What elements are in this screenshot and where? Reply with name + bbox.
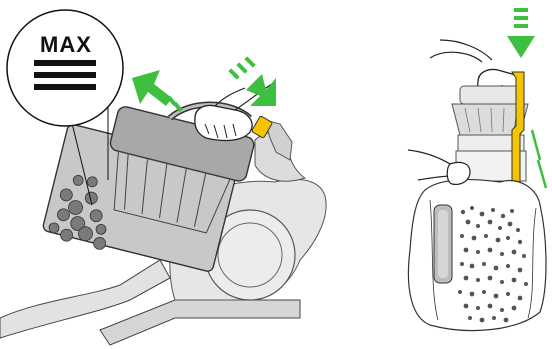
max-line-2 bbox=[34, 72, 96, 78]
arrow-up-left-icon bbox=[132, 70, 183, 112]
motion-lines bbox=[532, 130, 546, 188]
left-panel: MAX bbox=[0, 10, 326, 345]
max-line-1 bbox=[34, 60, 96, 66]
bin-base-door-inner bbox=[438, 210, 448, 278]
bin-cap bbox=[460, 86, 520, 104]
arrow-down-icon bbox=[507, 8, 535, 58]
max-label: MAX bbox=[40, 32, 92, 57]
max-level-callout: MAX bbox=[7, 10, 123, 126]
hose-lower bbox=[100, 300, 300, 345]
max-line-3 bbox=[34, 84, 96, 90]
right-panel bbox=[408, 8, 546, 331]
